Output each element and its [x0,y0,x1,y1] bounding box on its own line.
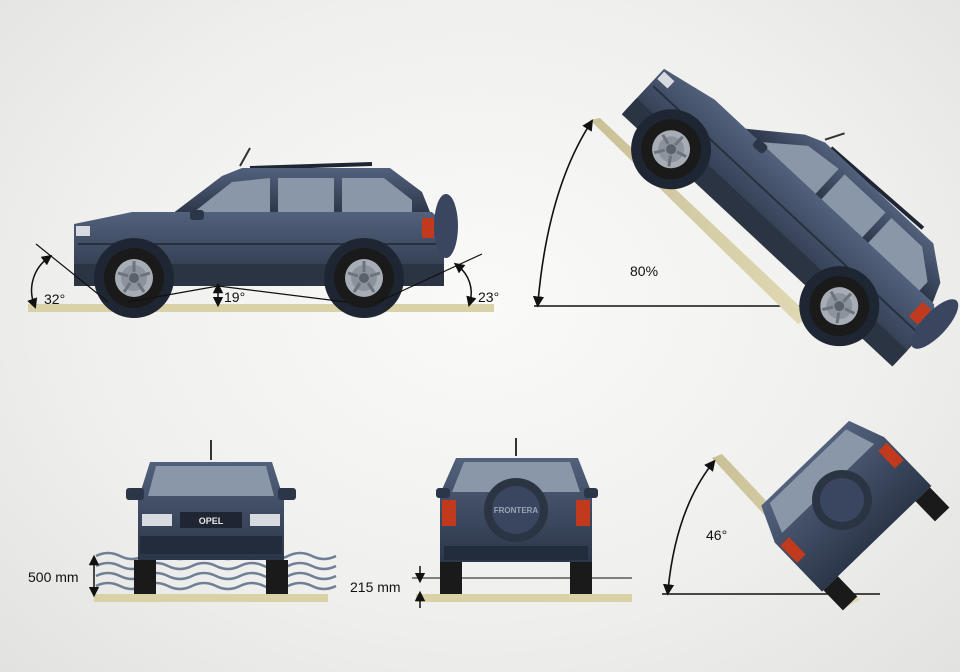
breakover-angle-label: 19° [224,289,245,305]
departure-angle-arc [453,262,477,308]
opel-badge: OPEL [199,516,224,526]
approach-line [35,243,109,303]
suv-tilted-rear-view [761,420,950,611]
panel-side-tilt: 46° [662,420,950,611]
side-tilt-angle-label: 46° [706,527,727,543]
clearance-ground [416,594,632,602]
breakover-line-front [127,285,219,303]
suv-rear-view: FRONTERA [436,438,598,594]
climb-angle-arc [532,119,594,308]
ground-clearance-label: 215 mm [350,579,401,595]
climbing-gradient-label: 80% [630,263,658,279]
suv-climbing [600,13,960,399]
ground-strip [28,304,494,312]
panel-ground-clearance: FRONTERA 215 mm [350,438,632,608]
wading-ground [94,594,328,602]
spare-tire-text: FRONTERA [494,506,539,515]
panel-climbing: 80% [532,13,960,399]
panel-wading: OPEL 500 mm [28,440,337,602]
wading-depth-label: 500 mm [28,569,79,585]
suv-front-view: OPEL [126,440,296,594]
breakover-line-rear [217,285,347,303]
panel-approach-departure: 32° 19° 23° [27,148,499,318]
departure-line [377,253,483,303]
approach-angle-label: 32° [44,291,65,307]
approach-angle-arc [27,254,53,309]
departure-angle-label: 23° [478,289,499,305]
tilt-angle-arc [662,459,716,596]
